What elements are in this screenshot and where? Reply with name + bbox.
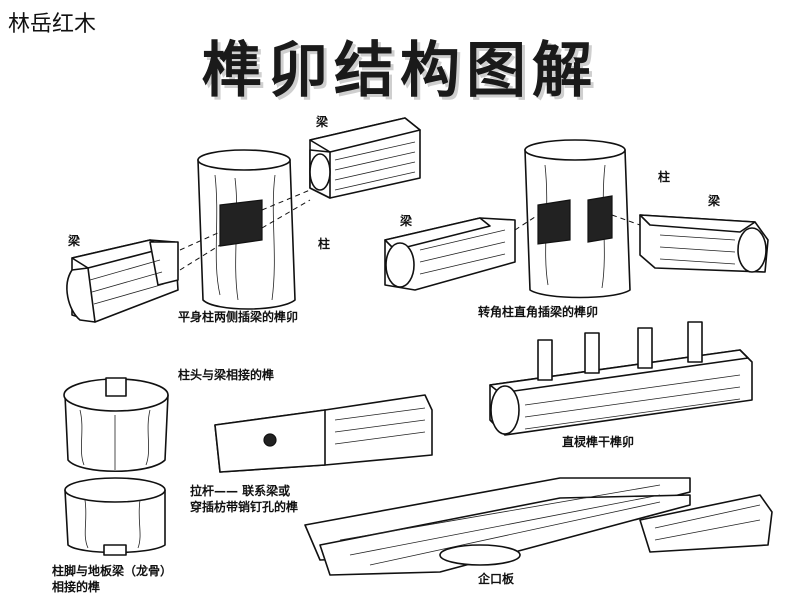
figure-tie-beam	[214, 394, 433, 473]
label-pillar-1: 柱	[318, 237, 331, 251]
pillar-2	[524, 139, 631, 299]
caption-tie-beam-line1: 拉杆—— 联系梁或	[190, 484, 291, 498]
caption-pillar-foot-line2: 相接的榫	[52, 580, 101, 594]
caption-pillar-foot-line1: 柱脚与地板梁（龙骨）	[52, 564, 173, 578]
figure-pillar-two-beams	[66, 117, 421, 323]
page-title: 榫卯结构图解	[202, 36, 598, 106]
figure-straight-lattice	[489, 321, 753, 436]
figure-pillar-foot	[64, 477, 166, 556]
label-beam-corner-right: 梁	[708, 194, 721, 208]
lattice-tenons	[537, 321, 703, 381]
label-beam-left: 梁	[68, 234, 81, 248]
caption-pillar-two-beams: 平身柱两侧插梁的榫卯	[178, 310, 299, 324]
figure-corner-pillar	[384, 139, 769, 299]
left-beam-corner	[384, 217, 516, 291]
figure-tongue-groove-board	[304, 477, 773, 576]
label-beam-corner-left: 梁	[400, 214, 413, 228]
figure-pillar-head	[63, 377, 169, 472]
brand-text: 林岳红木	[8, 12, 97, 37]
label-beam-upper: 梁	[316, 115, 329, 129]
upper-beam	[309, 117, 421, 199]
label-pillar-2: 柱	[658, 170, 671, 184]
pillar-1	[197, 149, 296, 310]
caption-corner-pillar: 转角柱直角插梁的榫卯	[478, 305, 599, 319]
caption-tie-beam-line2: 穿插枋带销钉孔的榫	[190, 500, 299, 514]
caption-pillar-head: 柱头与梁相接的榫	[178, 368, 275, 382]
right-beam-corner	[639, 214, 769, 273]
caption-straight-lattice: 直棂榫干榫卯	[562, 435, 635, 449]
lower-beam	[66, 239, 179, 323]
caption-tongue-groove: 企口板	[478, 572, 515, 586]
